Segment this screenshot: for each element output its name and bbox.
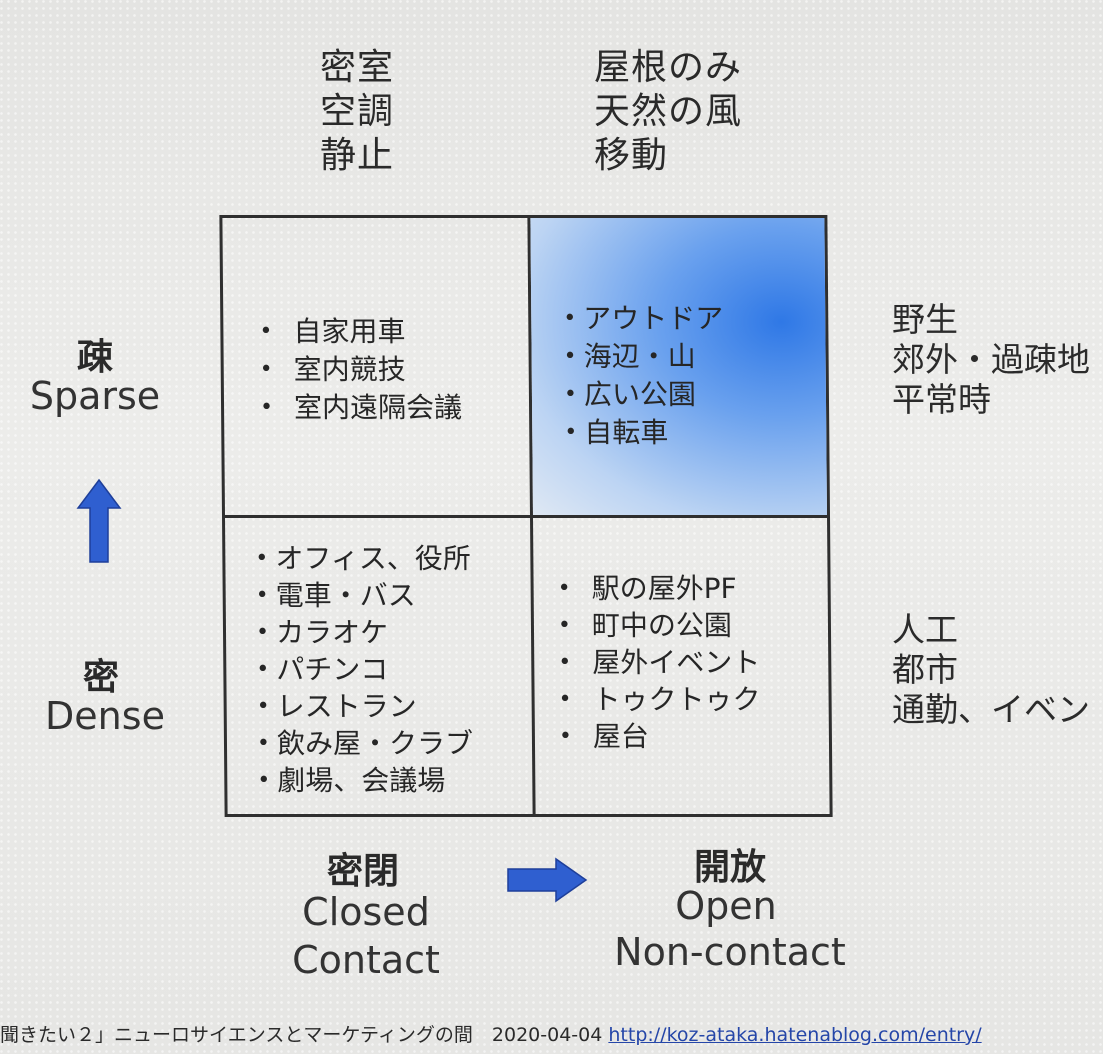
quadrant-dense-open: 駅の屋外PF 町中の公園 屋外イベント トゥクトゥク 屋台	[533, 518, 830, 814]
x-axis-right-en-1: Open	[675, 884, 777, 928]
list-item: 屋台	[553, 718, 761, 755]
y-axis-bottom-en: Dense	[45, 694, 165, 738]
x-axis-left-en-2: Contact	[292, 938, 440, 982]
list-item: パチンコ	[254, 651, 472, 688]
right-label: 平常時	[892, 380, 991, 419]
right-labels-top: 野生 郊外・過疎地 平常時	[892, 300, 1090, 420]
source-caption: 聞きたい２」ニューロサイエンスとマーケティングの間 2020-04-04 htt…	[0, 1020, 982, 1047]
quadrant-sparse-open: アウトドア 海辺・山 広い公園 自転車	[530, 218, 828, 518]
list-item: レストラン	[255, 688, 473, 725]
list-item: カラオケ	[254, 614, 472, 651]
right-labels-bottom: 人工 都市 通勤、イベン	[892, 610, 1090, 730]
arrow-up-icon	[76, 478, 122, 563]
x-axis-right-jp: 開放	[693, 847, 766, 888]
list-item: アウトドア	[561, 300, 723, 338]
quadrant-dense-closed: オフィス、役所 電車・バス カラオケ パチンコ レストラン 飲み屋・クラブ 劇場…	[225, 518, 536, 814]
column-heading-closed: 密室 空調 静止	[320, 46, 394, 178]
list-item: 室内遠隔会議	[254, 389, 462, 427]
caption-link[interactable]: http://koz-ataka.hatenablog.com/entry/	[608, 1024, 982, 1046]
right-label: 通勤、イベン	[892, 690, 1090, 729]
arrow-right-icon	[507, 857, 588, 903]
quadrant-grid: 自家用車 室内競技 室内遠隔会議 アウトドア 海辺・山 広い公園 自転車 オフィ…	[219, 215, 833, 817]
list-item: 町中の公園	[552, 607, 760, 644]
column-heading-line: 静止	[320, 135, 395, 176]
list-item: オフィス、役所	[253, 540, 471, 577]
y-axis-bottom-jp: 密	[82, 657, 119, 698]
quadrant-sparse-closed: 自家用車 室内競技 室内遠隔会議	[222, 218, 534, 518]
right-label: 野生	[892, 300, 958, 339]
column-heading-line: 屋根のみ	[594, 47, 743, 88]
y-axis-top-jp: 疎	[76, 337, 113, 378]
right-label: 人工	[892, 610, 958, 649]
list-item: 電車・バス	[254, 577, 472, 614]
x-axis-left-en-1: Closed	[302, 890, 430, 934]
right-label: 郊外・過疎地	[892, 340, 1090, 379]
caption-text: 聞きたい２」ニューロサイエンスとマーケティングの間 2020-04-04	[0, 1024, 609, 1046]
quadrant-list: 自家用車 室内競技 室内遠隔会議	[253, 313, 462, 427]
y-axis-top-en: Sparse	[29, 374, 161, 418]
list-item: 自転車	[562, 414, 724, 452]
list-item: 劇場、会議場	[255, 762, 473, 799]
column-heading-line: 密室	[320, 47, 395, 88]
right-label: 都市	[892, 650, 958, 689]
column-heading-line: 天然の風	[594, 91, 743, 132]
x-axis-right-en-2: Non-contact	[614, 930, 846, 974]
list-item: 室内競技	[254, 351, 462, 389]
list-item: 広い公園	[562, 376, 724, 414]
list-item: 屋外イベント	[552, 644, 760, 681]
list-item: 自家用車	[253, 313, 461, 351]
column-heading-open: 屋根のみ 天然の風 移動	[594, 46, 742, 178]
quadrant-list: アウトドア 海辺・山 広い公園 自転車	[561, 300, 724, 452]
x-axis-left-jp: 密閉	[326, 851, 399, 892]
list-item: トゥクトゥク	[552, 681, 760, 718]
list-item: 駅の屋外PF	[551, 570, 759, 607]
column-heading-line: 空調	[320, 91, 395, 132]
quadrant-list: 駅の屋外PF 町中の公園 屋外イベント トゥクトゥク 屋台	[551, 570, 761, 755]
column-heading-line: 移動	[594, 135, 669, 176]
quadrant-list: オフィス、役所 電車・バス カラオケ パチンコ レストラン 飲み屋・クラブ 劇場…	[253, 540, 473, 799]
list-item: 飲み屋・クラブ	[255, 725, 473, 762]
list-item: 海辺・山	[561, 338, 723, 376]
